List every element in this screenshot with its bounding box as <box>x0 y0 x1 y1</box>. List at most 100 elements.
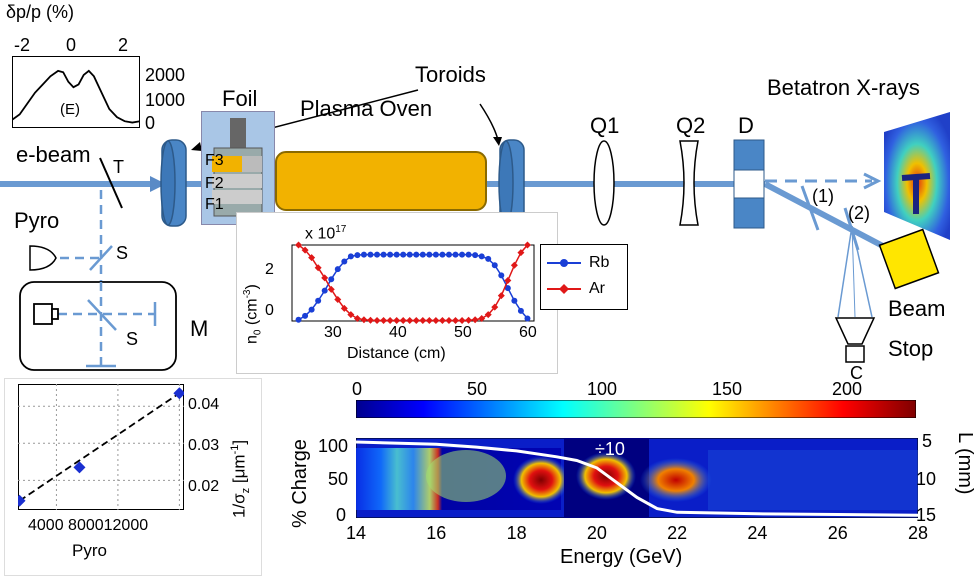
path-1-label: (1) <box>812 186 834 206</box>
density-point-rb <box>419 251 426 258</box>
density-point-rb <box>465 251 472 258</box>
spectrum-rtick-10: 10 <box>916 469 937 489</box>
density-point-rb <box>302 312 309 319</box>
spectrum-scale-note: ÷10 <box>595 439 625 459</box>
density-point-ar <box>438 316 446 324</box>
density-point-rb <box>295 316 302 323</box>
dp-ytick-2: 0 <box>145 113 156 133</box>
colorbar-tick-200: 200 <box>832 379 863 399</box>
density-point-rb <box>341 258 348 265</box>
spectrum-xlabel: Energy (GeV) <box>560 546 683 568</box>
density-point-rb <box>511 297 518 304</box>
density-point-rb <box>459 251 466 258</box>
energy-tick: 22 <box>667 523 688 543</box>
pyro-point <box>73 461 86 474</box>
spectrum-ylabel-right: L (mm) <box>954 432 976 495</box>
foil-label: Foil <box>222 86 258 111</box>
energy-tick: 18 <box>506 523 527 543</box>
path-2-label: (2) <box>848 203 870 223</box>
colorbar-tick-100: 100 <box>587 379 618 399</box>
splitter-upper-icon <box>89 245 113 271</box>
density-xtick-30: 30 <box>324 324 342 341</box>
density-point-ar <box>308 254 316 262</box>
density-point-rb <box>452 251 459 258</box>
energy-tick: 16 <box>426 523 447 543</box>
dp-ytick-0: 2000 <box>145 65 186 85</box>
density-point-ar <box>478 314 486 322</box>
pyro-label: Pyro <box>14 208 60 233</box>
density-point-ar <box>510 261 518 269</box>
interferometer-label: M <box>190 316 209 341</box>
energy-tick: 24 <box>747 523 768 543</box>
density-point-rb <box>334 266 341 273</box>
density-ytick-2: 2 <box>265 261 274 278</box>
density-point-rb <box>439 251 446 258</box>
energy-tick: 28 <box>908 523 929 543</box>
density-point-ar <box>432 316 440 324</box>
density-point-ar <box>523 241 531 249</box>
density-point-ar <box>314 264 322 272</box>
density-point-ar <box>301 246 309 254</box>
colorbar-tick-150: 150 <box>712 379 743 399</box>
density-point-ar <box>393 316 401 324</box>
splitter-lower-icon <box>87 299 117 331</box>
density-point-rb <box>524 315 531 322</box>
density-point-rb <box>360 251 367 258</box>
density-point-ar <box>425 316 433 324</box>
foil-f1-label: F1 <box>205 196 224 213</box>
pyro-ylabel: 1/σz [μm-1] <box>229 439 253 518</box>
density-plot <box>291 241 535 324</box>
colorbar-tick-50: 50 <box>467 379 488 399</box>
splitter-lower-label: S <box>126 329 139 349</box>
dp-ytick-1: 1000 <box>145 90 186 110</box>
plasma-oven-icon <box>275 151 487 211</box>
density-point-rb <box>315 297 322 304</box>
betatron-label: Betatron X-rays <box>767 75 920 100</box>
splitter-upper-label: S <box>116 243 129 263</box>
toroid-pointer-2 <box>479 103 499 141</box>
spectrum-ytick-50: 50 <box>328 469 349 489</box>
energy-tick: 20 <box>586 523 607 543</box>
density-point-rb <box>413 251 420 258</box>
legend-ar: Ar <box>589 280 605 297</box>
density-point-rb <box>380 251 387 258</box>
pyro-point <box>173 387 184 400</box>
spectrum-ylabel-left: % Charge <box>289 439 311 528</box>
otr-foil-icon <box>99 157 123 209</box>
beam-stop-label-1: Beam <box>888 296 946 321</box>
density-point-ar <box>380 316 388 324</box>
density-point-rb <box>406 251 413 258</box>
foil-holder-image <box>201 111 275 225</box>
density-point-ar <box>412 316 420 324</box>
density-point-rb <box>321 287 328 294</box>
density-ylabel: n0 (cm-3) <box>242 284 264 344</box>
pyro-xlabel: Pyro <box>72 541 107 560</box>
beam-arrow-icon <box>150 176 166 192</box>
energy-tick: 26 <box>827 523 848 543</box>
density-point-rb <box>504 285 511 292</box>
foil-f2-label: F2 <box>205 175 224 192</box>
dp-plot <box>12 56 140 128</box>
energy-tick: 14 <box>346 523 367 543</box>
foil-f3-label: F3 <box>205 152 224 169</box>
density-point-ar <box>504 276 512 284</box>
density-legend: Rb Ar <box>540 244 628 310</box>
density-point-ar <box>295 241 303 249</box>
charge-curve <box>356 440 918 517</box>
spectrum-image <box>356 438 918 518</box>
density-point-ar <box>353 314 361 322</box>
density-exponent: x 1017 <box>305 224 347 243</box>
density-point-rb <box>400 251 407 258</box>
toroid-2-icon <box>498 139 525 227</box>
camera-icon <box>834 317 876 363</box>
density-point-ar <box>445 316 453 324</box>
density-xlabel: Distance (cm) <box>347 345 446 362</box>
density-series-ar <box>298 244 529 322</box>
density-point-rb <box>517 307 524 314</box>
density-point-rb <box>478 253 485 260</box>
pyro-ytick-0: 0.04 <box>188 396 220 413</box>
density-point-ar <box>340 304 348 312</box>
xray-arrow-icon <box>863 172 882 190</box>
density-point-ar <box>419 316 427 324</box>
